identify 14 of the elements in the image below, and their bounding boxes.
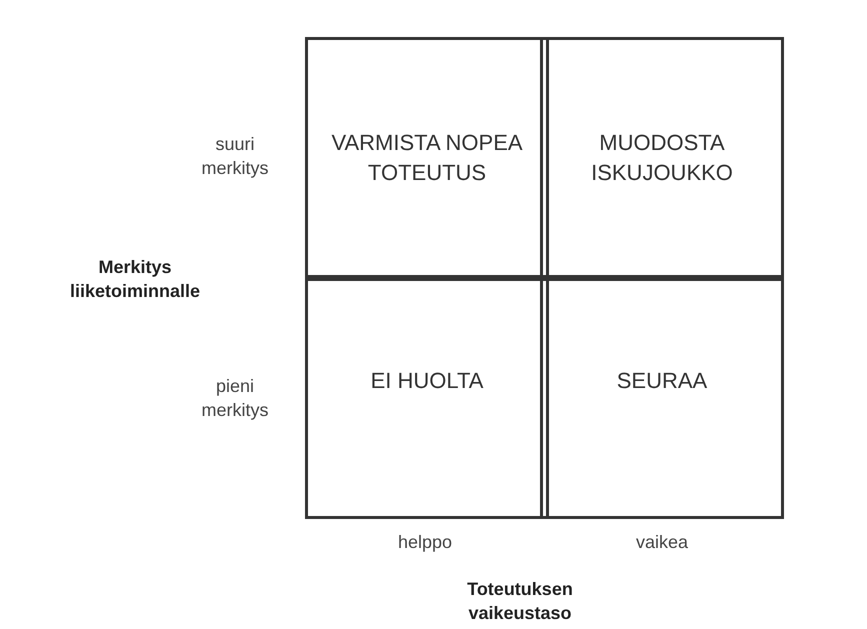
axis-title: Merkitys liiketoiminnalle	[68, 256, 202, 303]
axis-tick-label: helppo	[396, 531, 454, 554]
quadrant-box	[540, 275, 784, 519]
axis-title: Toteutuksen vaikeustaso	[466, 578, 574, 625]
axis-tick-label: suuri merkitys	[200, 133, 270, 180]
quadrant-box	[305, 275, 549, 519]
quadrant-title: EI HUOLTA	[370, 367, 484, 395]
quadrant-title: MUODOSTA ISKUJOUKKO	[590, 129, 734, 187]
quadrant-title: SEURAA	[616, 367, 708, 395]
axis-tick-label: vaikea	[634, 531, 690, 554]
quadrant-box	[540, 37, 784, 281]
axis-tick-label: pieni merkitys	[200, 375, 270, 422]
quadrant-title: VARMISTA NOPEA TOTEUTUS	[330, 129, 524, 187]
quadrant-box	[305, 37, 549, 281]
